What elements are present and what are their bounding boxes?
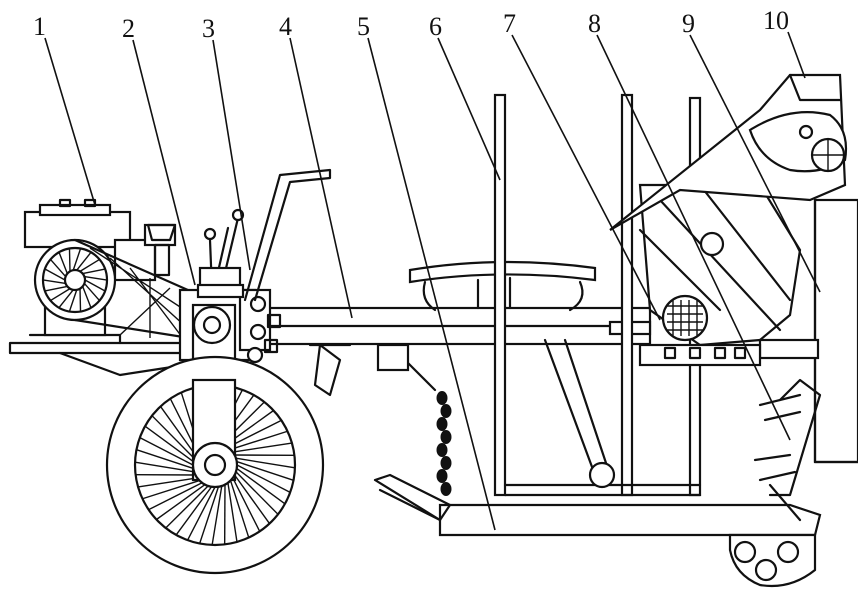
engine-platform <box>8 333 187 377</box>
base-frame <box>373 473 822 537</box>
right-side-body <box>638 198 858 464</box>
callout-7: 7 <box>503 9 516 38</box>
main-frame-beam <box>248 306 652 346</box>
callout-10: 10 <box>763 6 789 35</box>
callout-2: 2 <box>122 14 135 43</box>
callout-4: 4 <box>279 12 292 41</box>
callout-6: 6 <box>429 12 442 41</box>
callout-5: 5 <box>357 12 370 41</box>
callout-3: 3 <box>202 14 215 43</box>
callout-1: 1 <box>33 12 46 41</box>
drive-wheel <box>105 355 325 575</box>
callout-8: 8 <box>588 9 601 38</box>
callout-9: 9 <box>682 9 695 38</box>
conveyor-belt <box>543 338 616 489</box>
flywheel <box>33 238 117 322</box>
control-levers <box>196 168 332 302</box>
threshing-housing <box>638 183 802 347</box>
leader-lines <box>44 31 821 531</box>
rear-roller-wheels <box>728 533 817 588</box>
hanging-chain <box>376 343 452 496</box>
callout-labels: 1 2 3 4 5 6 7 8 9 10 <box>33 6 789 43</box>
outlet-chute <box>609 73 848 231</box>
frame-bracket <box>308 343 352 397</box>
guide-rails <box>753 378 822 497</box>
